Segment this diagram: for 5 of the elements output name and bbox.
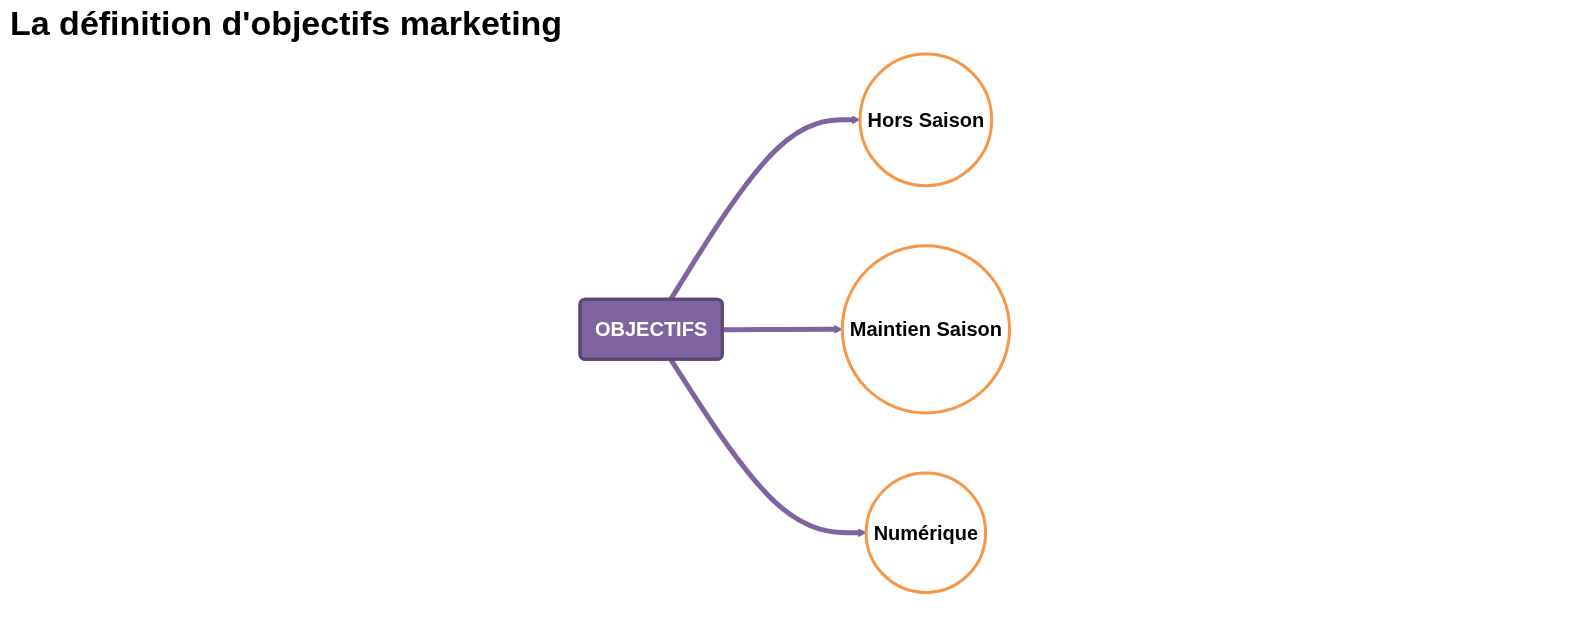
node-circle: Maintien Saison <box>840 244 1011 415</box>
node-circle: Hors Saison <box>858 52 993 187</box>
node-circle: Numérique <box>864 471 987 594</box>
arrow <box>722 324 843 334</box>
title: La définition d'objectifs marketing <box>10 4 564 43</box>
